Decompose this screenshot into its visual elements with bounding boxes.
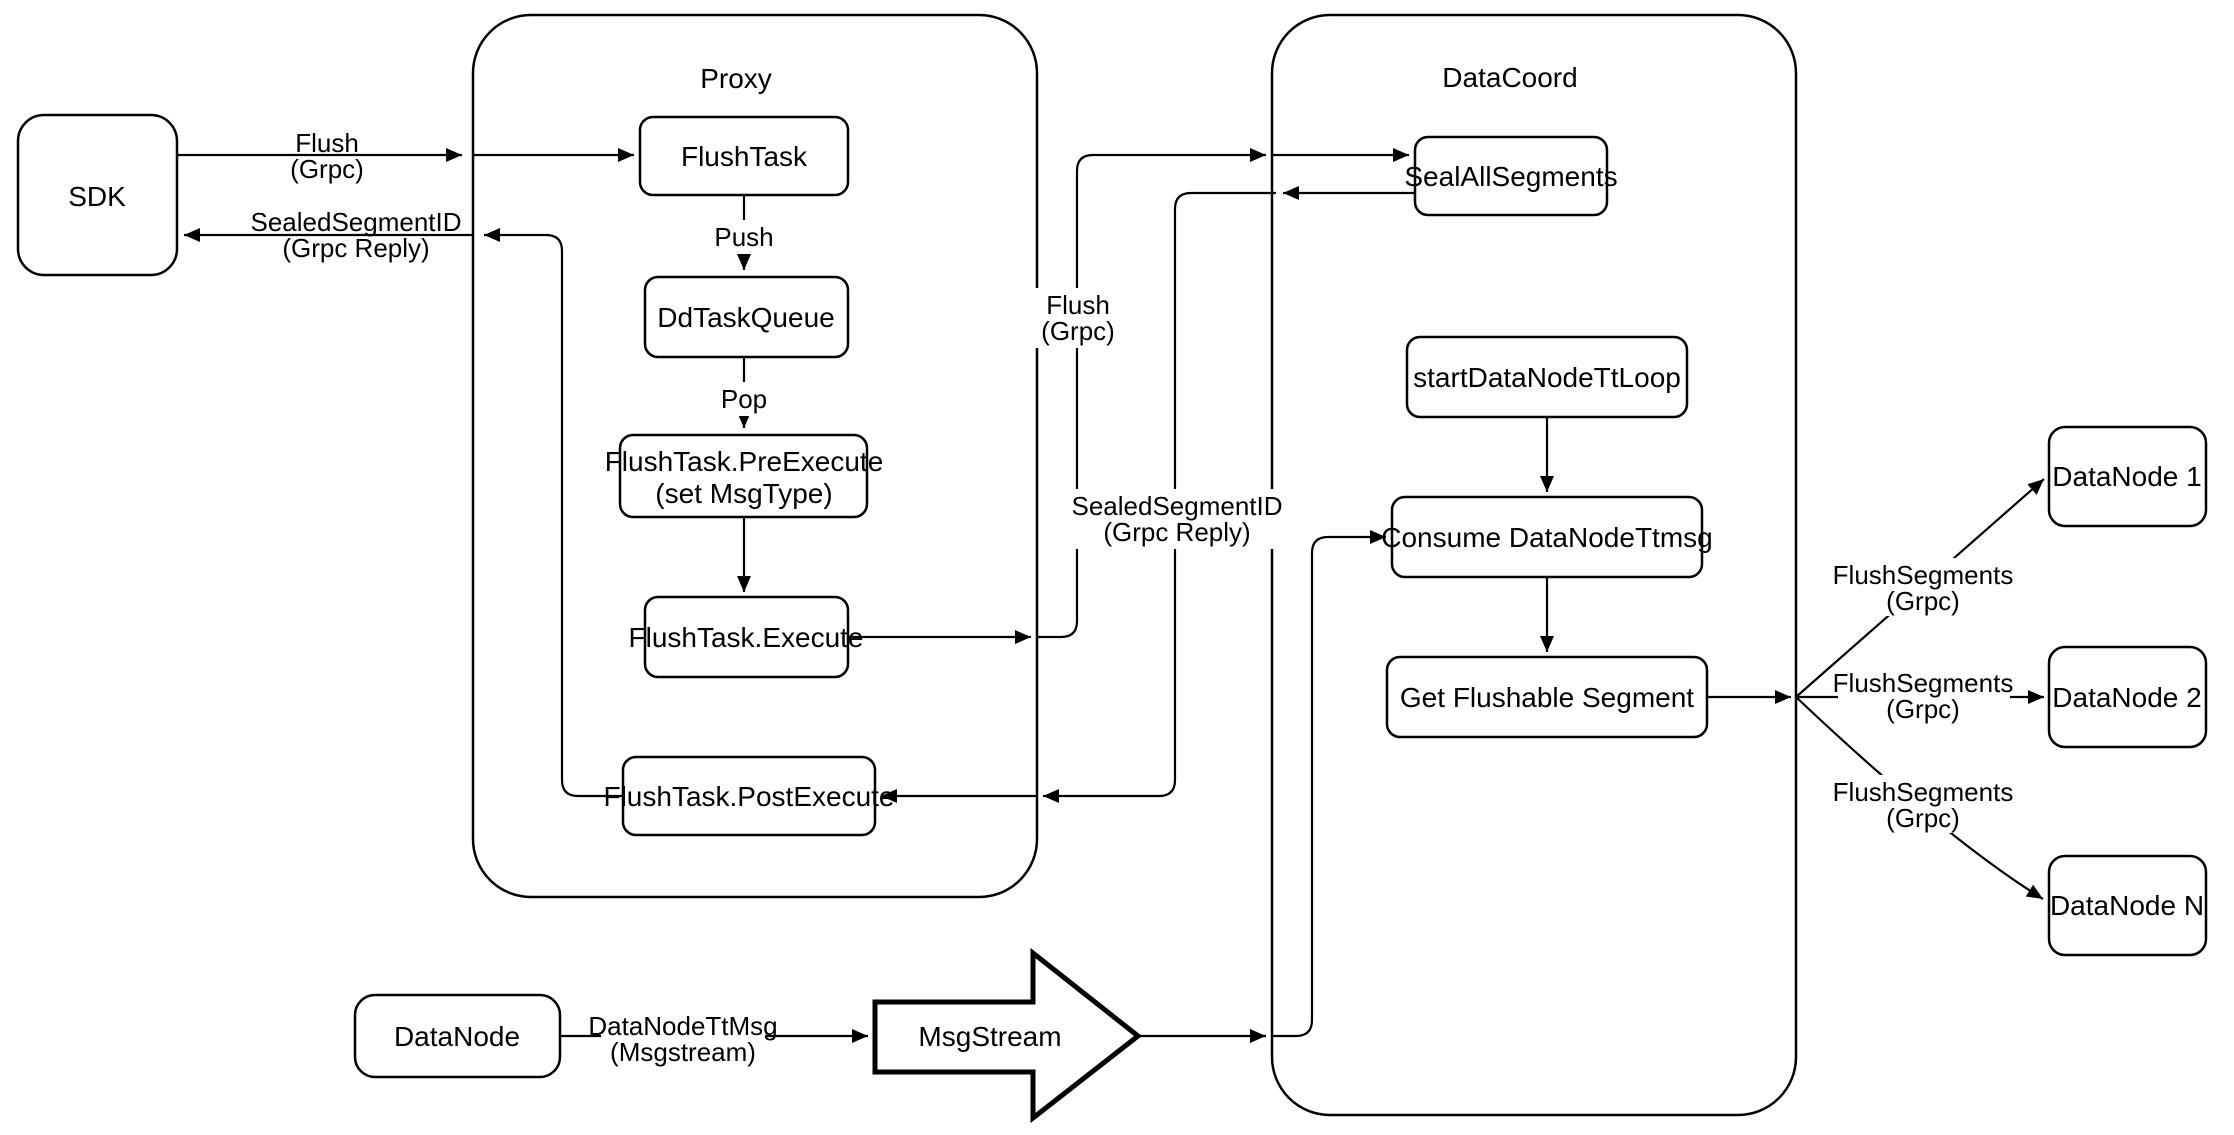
proxy-title: Proxy — [700, 63, 772, 94]
node-getflushablesegment: Get Flushable Segment — [1385, 655, 1709, 739]
label-flush-sdk-line1: Flush — [295, 128, 359, 158]
node-datanode-bottom: DataNode — [353, 993, 562, 1079]
label-datanodettmsg-line1: DataNodeTtMsg — [588, 1011, 777, 1041]
edge-datacoordedge-to-consume — [1272, 530, 1386, 1038]
sdk-label: SDK — [68, 181, 126, 212]
msgstream-label: MsgStream — [918, 1021, 1061, 1052]
label-datanodettmsg-bg — [601, 1008, 765, 1068]
flushtask-label: FlushTask — [681, 141, 808, 172]
label-sealed-mid-bg — [1072, 489, 1284, 549]
label-flush-mid-line2: (Grpc) — [1041, 316, 1115, 346]
node-datanode2: DataNode 2 — [2047, 645, 2208, 749]
node-flushtask: FlushTask — [638, 115, 850, 197]
label-flushsegments3-bg — [1838, 775, 2010, 833]
label-flushsegments1-line1: FlushSegments — [1833, 560, 2014, 590]
label-flushsegments1-bg — [1838, 558, 2010, 616]
edge-proxy-to-datacoord-flush — [1037, 148, 1266, 639]
getflushablesegment-label: Get Flushable Segment — [1400, 682, 1694, 713]
label-flush-mid-line1: Flush — [1046, 290, 1110, 320]
datacoord-container: DataCoord — [1270, 13, 1798, 1117]
execute-label: FlushTask.Execute — [629, 622, 864, 653]
sealallsegments-label: SealAllSegments — [1404, 161, 1617, 192]
datacoord-border — [1270, 13, 1798, 1117]
label-sealed-sdk-line1: SealedSegmentID — [250, 207, 461, 237]
label-push-bg — [708, 220, 780, 254]
label-pop-bg — [716, 382, 774, 416]
node-datanode1: DataNode 1 — [2047, 425, 2208, 528]
label-push: Push — [714, 222, 773, 252]
node-sdk: SDK — [16, 113, 179, 277]
edges — [177, 148, 2045, 1043]
datanode-label: DataNode — [394, 1021, 520, 1052]
label-flush-sdk-line2: (Grpc) — [290, 154, 364, 184]
label-pop: Pop — [721, 384, 767, 414]
proxy-border — [471, 13, 1039, 899]
datacoord-title: DataCoord — [1442, 62, 1577, 93]
label-datanodettmsg-line2: (Msgstream) — [610, 1037, 756, 1067]
label-sealed-mid-line1: SealedSegmentID — [1071, 491, 1282, 521]
datanoden-label: DataNode N — [2050, 890, 2204, 921]
ddtaskqueue-label: DdTaskQueue — [657, 302, 834, 333]
node-startdatanodettloop: startDataNodeTtLoop — [1405, 335, 1689, 419]
node-msgstream: MsgStream — [872, 947, 1143, 1124]
label-sealed-mid-line2: (Grpc Reply) — [1103, 517, 1250, 547]
node-postexecute: FlushTask.PostExecute — [603, 755, 895, 837]
label-flushsegments2-line2: (Grpc) — [1886, 694, 1960, 724]
node-preexecute: FlushTask.PreExecute (set MsgType) — [605, 433, 884, 519]
label-flushsegments3-line1: FlushSegments — [1833, 777, 2014, 807]
postexecute-label: FlushTask.PostExecute — [603, 781, 894, 812]
label-flushsegments3-line2: (Grpc) — [1886, 803, 1960, 833]
edge-labels: Flush (Grpc) SealedSegmentID (Grpc Reply… — [250, 128, 2013, 1068]
consumedatanodettmsg-label: Consume DataNodeTtmsg — [1381, 522, 1712, 553]
preexecute-label-line1: FlushTask.PreExecute — [605, 446, 884, 477]
datanode2-label: DataNode 2 — [2052, 682, 2201, 713]
startdatanodettloop-label: startDataNodeTtLoop — [1413, 362, 1681, 393]
node-datanoden: DataNode N — [2047, 854, 2208, 957]
edge-postexecute-to-proxyedge — [484, 228, 623, 798]
proxy-container: Proxy — [471, 13, 1039, 899]
label-flushsegments2-bg — [1838, 666, 2010, 724]
label-sealed-sdk-line2: (Grpc Reply) — [282, 233, 429, 263]
msgstream-arrow-shape — [872, 947, 1143, 1124]
datanode1-label: DataNode 1 — [2052, 461, 2201, 492]
preexecute-label-line2: (set MsgType) — [655, 478, 832, 509]
node-consumedatanodettmsg: Consume DataNodeTtmsg — [1381, 495, 1713, 579]
label-flushsegments1-line2: (Grpc) — [1886, 586, 1960, 616]
label-flushsegments2-line1: FlushSegments — [1833, 668, 2014, 698]
node-ddtaskqueue: DdTaskQueue — [643, 275, 850, 359]
node-sealallsegments: SealAllSegments — [1404, 135, 1618, 217]
label-flush-mid-bg — [1035, 288, 1121, 348]
node-execute: FlushTask.Execute — [629, 595, 864, 679]
